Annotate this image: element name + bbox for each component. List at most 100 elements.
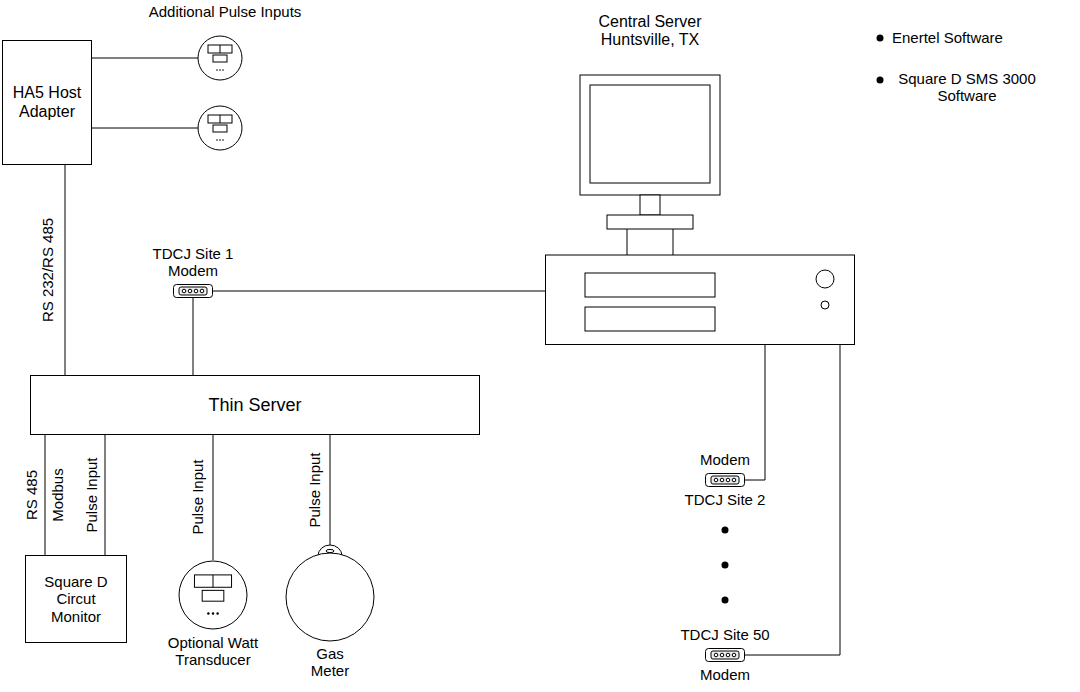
meter-dot xyxy=(216,612,218,614)
continuation-dot xyxy=(722,562,729,569)
box-label: HA5 Host Adapter xyxy=(9,84,85,121)
modem-panel xyxy=(711,476,739,484)
continuation-dot xyxy=(722,597,729,604)
modem-light xyxy=(182,289,186,293)
protocol-label: Modbus xyxy=(49,468,66,521)
drive-slot xyxy=(585,273,715,297)
meter-dot xyxy=(219,139,221,141)
meter-dot xyxy=(219,69,221,71)
modem-light xyxy=(194,289,198,293)
wire-label: RS 485 xyxy=(23,470,40,520)
box-label: Thin Server xyxy=(208,395,301,416)
gas-meter-body xyxy=(286,553,374,641)
node-shape xyxy=(280,545,380,641)
process-box: Thin Server xyxy=(30,375,480,435)
modem-body xyxy=(706,649,745,662)
meter-outline xyxy=(198,36,242,80)
connector-line xyxy=(45,435,46,555)
bullet xyxy=(877,77,884,84)
connector-line xyxy=(65,165,66,375)
node-caption: Gas Meter xyxy=(298,645,362,680)
power-knob xyxy=(816,270,834,288)
connector-line xyxy=(330,435,331,545)
wire-label: Pulse Input xyxy=(306,452,323,527)
modem-light xyxy=(726,653,730,657)
monitor-leg xyxy=(673,229,674,255)
meter-dot xyxy=(212,612,214,614)
modem-light xyxy=(714,478,718,482)
meter-dial xyxy=(208,115,232,123)
monitor-leg xyxy=(627,229,628,255)
bullet xyxy=(877,35,884,42)
node-shape xyxy=(545,75,855,345)
wire-label: RS 232/RS 485 xyxy=(39,218,56,322)
meter-register xyxy=(213,55,227,62)
modem-icon: TDCJ Site 50Modem xyxy=(705,648,745,662)
connector-line xyxy=(193,298,194,375)
modem-light xyxy=(714,653,718,657)
node-caption: Central Server Huntsville, TX xyxy=(575,13,725,50)
gas-meter-slot xyxy=(326,549,334,552)
connector-line xyxy=(105,435,106,555)
continuation-dot xyxy=(722,527,729,534)
node-shape xyxy=(178,560,248,630)
meter-icon: Gas Meter xyxy=(280,545,380,641)
pulse-wire xyxy=(90,128,198,129)
node-caption: Optional Watt Transducer xyxy=(158,634,268,669)
node-caption: Modem xyxy=(700,666,750,683)
node-caption: TDCJ Site 2 xyxy=(685,491,766,508)
process-box: HA5 Host Adapter xyxy=(2,40,92,165)
monitor-screen xyxy=(590,85,710,183)
modem-icon: ModemTDCJ Site 2 xyxy=(705,473,745,487)
meter-dial xyxy=(208,45,232,53)
meter-dot xyxy=(222,139,224,141)
monitor-neck xyxy=(640,195,660,215)
power-light xyxy=(821,301,829,309)
meter-dial-divider xyxy=(220,45,221,53)
group-label: Additional Pulse Inputs xyxy=(149,3,302,20)
monitor-case xyxy=(580,75,720,195)
modem-body xyxy=(174,285,213,298)
meter-outline xyxy=(179,561,247,629)
software-label: Square D SMS 3000 Software xyxy=(892,70,1042,105)
pulse-wire xyxy=(90,58,198,59)
meter-dot xyxy=(222,69,224,71)
node-shape xyxy=(705,648,745,662)
computer-base xyxy=(546,255,855,345)
node-caption: TDCJ Site 1 Modem xyxy=(138,245,248,280)
modem-panel xyxy=(711,651,739,659)
meter-dial-divider xyxy=(213,575,214,587)
modem-light xyxy=(188,289,192,293)
modem-light xyxy=(720,653,724,657)
meter-dot xyxy=(216,69,218,71)
modem-light xyxy=(726,478,730,482)
connector-line xyxy=(213,291,545,292)
modem-icon: TDCJ Site 1 Modem xyxy=(173,284,213,298)
meter-icon: Optional Watt Transducer xyxy=(178,560,248,630)
meter-outline xyxy=(198,106,242,150)
connector-line xyxy=(213,435,214,560)
meter-register xyxy=(213,125,227,132)
modem-light xyxy=(200,289,204,293)
software-label: Enertel Software xyxy=(892,29,1003,46)
meter-dial-divider xyxy=(220,115,221,123)
drive-slot xyxy=(585,307,715,331)
modem-panel xyxy=(179,287,207,295)
node-shape xyxy=(173,284,213,298)
modem-body xyxy=(706,474,745,487)
meter-dot xyxy=(216,139,218,141)
wire-label: Pulse Input xyxy=(189,459,206,534)
meter-dot xyxy=(207,612,209,614)
meter-register xyxy=(202,590,224,601)
monitor-foot xyxy=(607,215,693,229)
process-box: Square D Circut Monitor xyxy=(25,555,127,643)
computer-icon: Central Server Huntsville, TX xyxy=(545,75,855,345)
node-caption: Modem xyxy=(700,451,750,468)
modem-light xyxy=(720,478,724,482)
box-label: Square D Circut Monitor xyxy=(32,573,120,625)
node-caption: TDCJ Site 50 xyxy=(680,626,769,643)
